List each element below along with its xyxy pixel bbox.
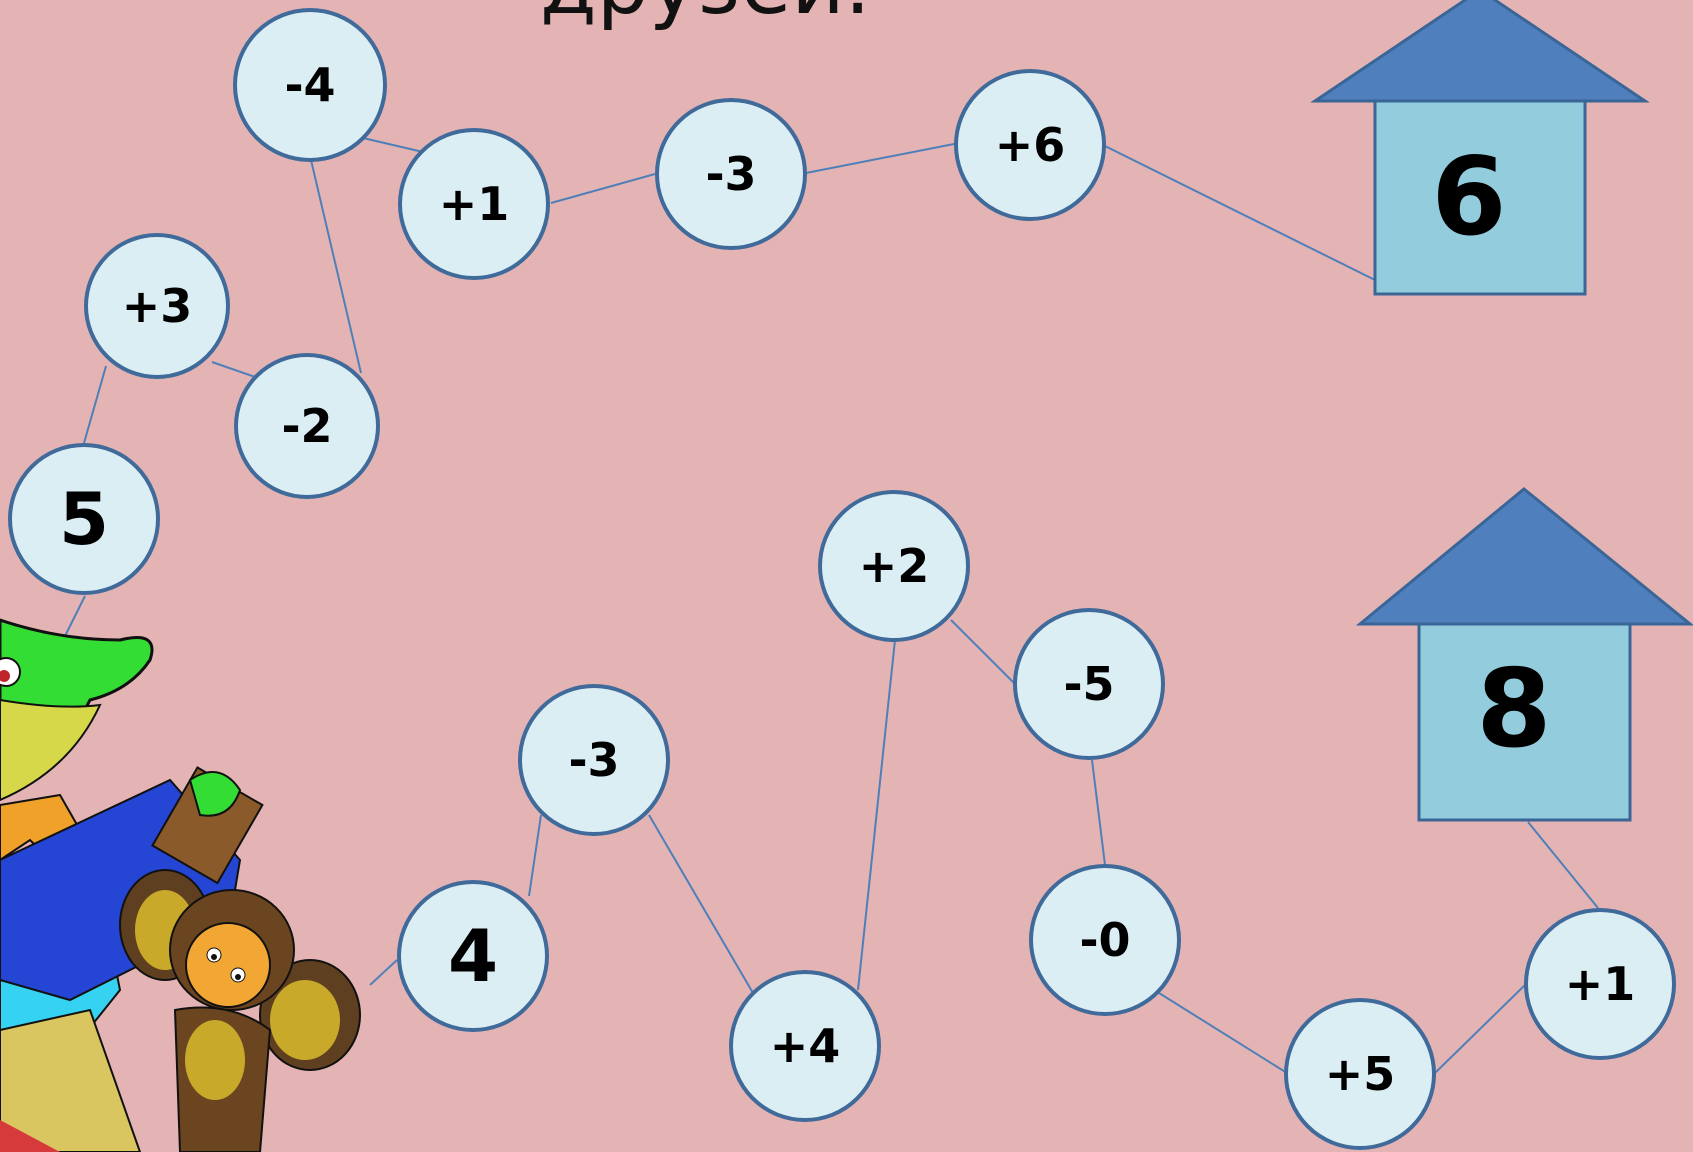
house-top-number: 6 [1431, 135, 1506, 260]
path-line [1527, 821, 1599, 909]
house-bottom-body [1417, 622, 1632, 822]
crocodile-jaw [0, 698, 102, 802]
step-node-bottom-3[interactable]: +2 [818, 490, 970, 642]
step-node-top-5[interactable]: -3 [655, 98, 807, 250]
house-bottom-number: 8 [1476, 647, 1551, 772]
step-node-top-3[interactable]: -4 [233, 8, 387, 162]
house-top: 6 [1310, 0, 1650, 296]
path-line [211, 361, 259, 379]
path-line [1434, 984, 1526, 1074]
path-line [648, 814, 754, 994]
step-node-top-1[interactable]: +3 [84, 233, 230, 379]
house-top-body [1373, 99, 1587, 296]
step-node-bottom-5[interactable]: -0 [1029, 864, 1181, 1016]
path-line [369, 959, 398, 986]
path-line [1104, 145, 1376, 281]
crocodile-hand [188, 771, 242, 817]
cheburashka-face [185, 922, 271, 1008]
path-line [1091, 759, 1106, 866]
crocodile-legs [0, 1008, 142, 1152]
house-bottom-roof [1355, 487, 1693, 626]
path-line [805, 143, 955, 174]
path-line [528, 814, 542, 897]
path-line [857, 639, 896, 991]
step-node-bottom-4[interactable]: -5 [1013, 608, 1165, 760]
house-bottom: 8 [1355, 487, 1693, 822]
path-line [950, 619, 1015, 684]
path-line [550, 173, 656, 204]
house-top-roof [1310, 0, 1650, 103]
path-line [362, 137, 424, 153]
step-node-top-4[interactable]: +1 [398, 128, 550, 280]
start-node-top[interactable]: 5 [8, 443, 160, 595]
path-line [1158, 992, 1288, 1074]
step-node-bottom-7[interactable]: +1 [1524, 908, 1676, 1060]
step-node-top-6[interactable]: +6 [954, 69, 1106, 221]
path-line [83, 365, 107, 444]
cheburashka-illustration [119, 869, 361, 1152]
step-node-top-2[interactable]: -2 [234, 353, 380, 499]
start-node-bottom[interactable]: 4 [397, 880, 549, 1032]
step-node-bottom-2[interactable]: +4 [729, 970, 881, 1122]
page-title: друзей. [540, 0, 970, 33]
step-node-bottom-1[interactable]: -3 [518, 684, 670, 836]
step-node-bottom-6[interactable]: +5 [1284, 998, 1436, 1150]
path-line [310, 159, 362, 374]
